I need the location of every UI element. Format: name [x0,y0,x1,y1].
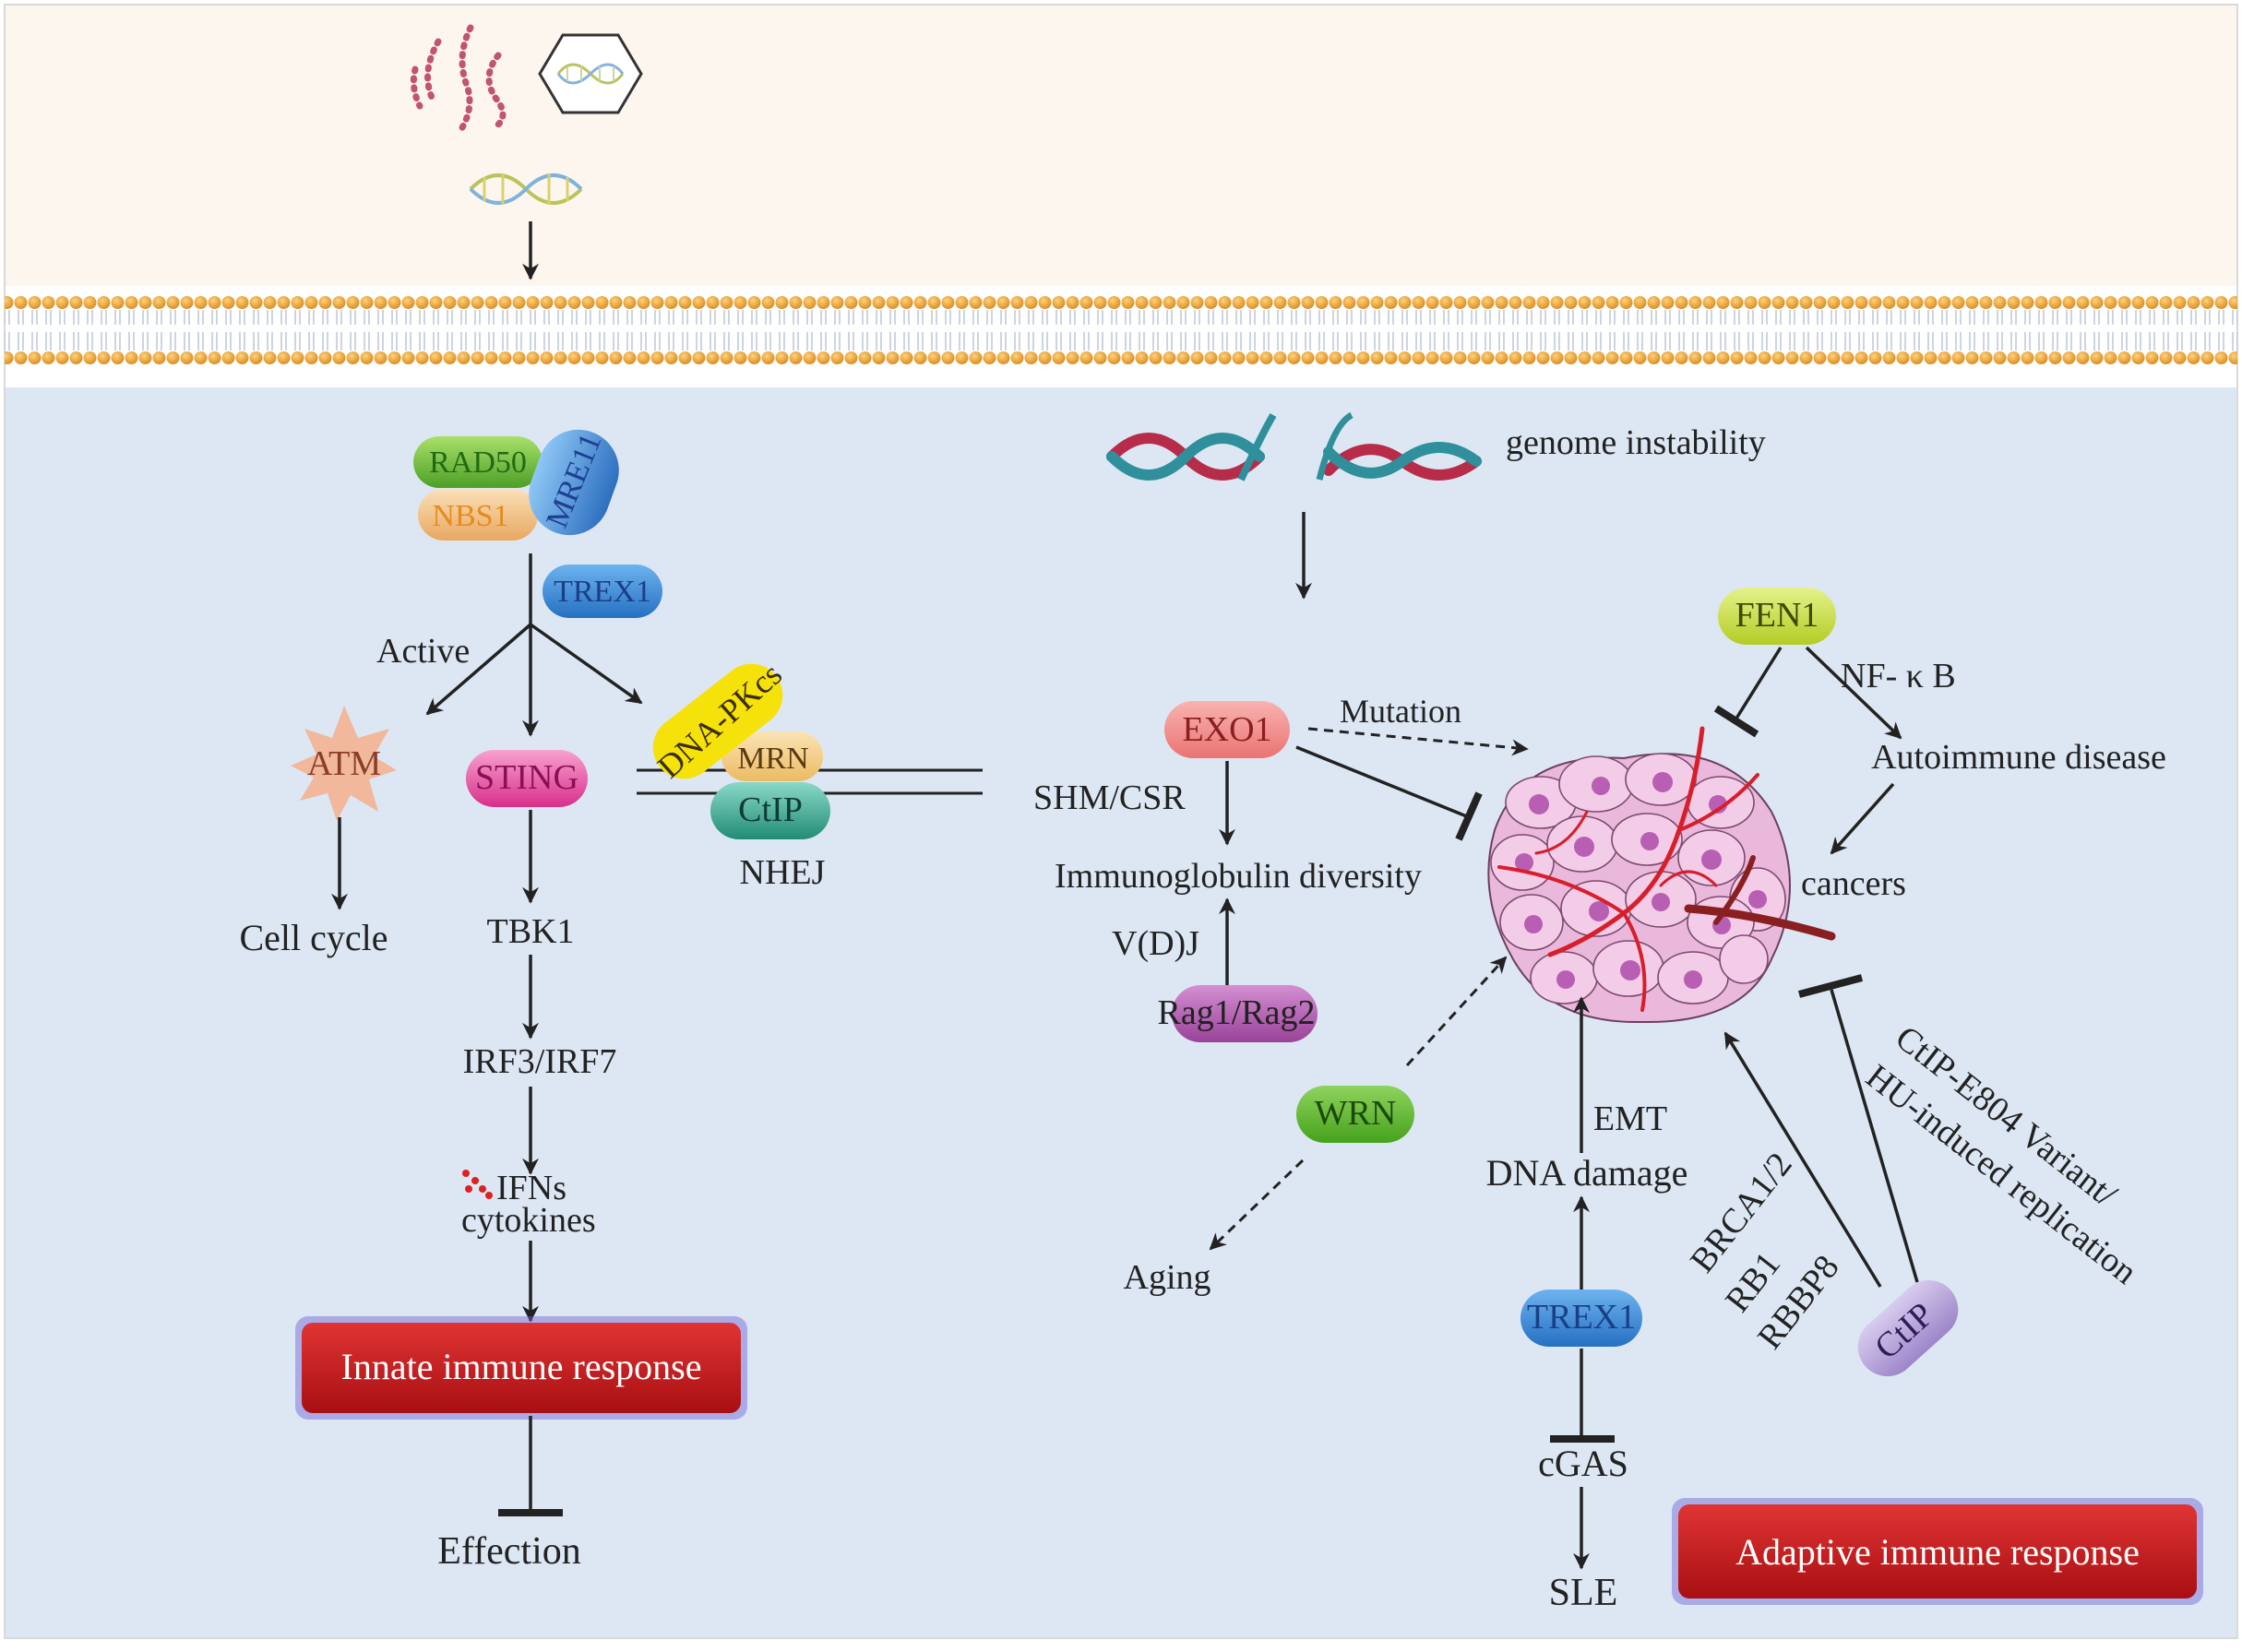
irf-label: IRF3/IRF7 [463,1042,617,1081]
tumor-icon [1487,726,1836,1024]
extracellular-space [5,5,2237,286]
cancers-label: cancers [1801,864,1906,903]
fen1-label: FEN1 [1735,596,1819,635]
wrn-to-aging-dashed-arrow [1209,1159,1305,1251]
adaptive-immune-response-box [1678,1504,2197,1599]
sle-label: SLE [1549,1572,1618,1614]
rag-protein [1172,985,1318,1042]
fen1-protein [1718,588,1836,645]
exo1-mutation-dashed-arrow [1307,727,1529,756]
trex1-right-protein [1521,1290,1642,1347]
cell-cycle-label: Cell cycle [239,917,388,958]
rad50-label: RAD50 [429,446,527,480]
autoimmune-label: Autoimmune disease [1871,738,2166,777]
exo1-protein [1164,701,1290,758]
mutation-label: Mutation [1340,693,1461,730]
nfkb-label: NF- κ B [1841,657,1956,695]
fen1-inhibit-bar [1713,705,1759,738]
autoimmune-to-cancer-arrow [1830,782,1895,855]
virus-icon [538,33,643,114]
fen1-inhibit-cancer [1733,647,1783,722]
rad50-protein [413,436,543,488]
ctip-complex-protein [710,782,830,839]
vdj-label: V(D)J [1112,924,1199,963]
wrn-to-cancer-dashed-arrow [1405,956,1508,1067]
nbs1-label: NBS1 [432,499,508,533]
ctip-to-cancer-arrow [1723,1031,1882,1288]
shm-csr-label: SHM/CSR [1033,778,1186,817]
ctip-complex-label: CtIP [738,790,803,829]
cytokines-label: cytokines [461,1201,596,1240]
dna-damage-label: DNA damage [1486,1152,1688,1194]
cytokine-dots-icon [462,1170,493,1199]
wrn-label: WRN [1315,1094,1397,1133]
tbk1-label: TBK1 [487,912,575,951]
fen1-nfkb-arrow [1805,646,1902,740]
bacteria-icon [410,24,507,133]
trex1-right-label: TREX1 [1527,1298,1636,1337]
trex1-left-label: TREX1 [554,575,651,609]
ctip-inhibit-cancer [1830,989,1919,1283]
sting-label: STING [475,758,578,797]
nbs1-protein [418,489,538,541]
diagram-border [4,4,2238,1639]
mrn-protein [721,731,823,781]
exo1-inhibit-cancer [1295,745,1470,819]
innate-immune-response-label: Innate immune response [341,1346,702,1387]
atm-starburst [291,706,397,821]
rag-label: Rag1/Rag2 [1158,993,1316,1032]
mrn-complex: RAD50 NBS1 MRE11 [413,429,619,541]
ifns-label: IFNs [496,1169,566,1207]
branch-to-dnapk [529,623,643,705]
genome-instability-label: genome instability [1506,423,1766,462]
aging-label: Aging [1124,1258,1211,1297]
ctip-inhibit-bar [1797,974,1864,998]
ctip-right-protein [1857,1279,1959,1377]
trex1-left-protein [543,565,662,618]
emt-label: EMT [1593,1099,1667,1138]
cgas-label: cGAS [1538,1443,1628,1484]
sting-protein [466,750,588,807]
adaptive-immune-response-label: Adaptive immune response [1735,1531,2140,1573]
wrn-protein [1296,1086,1414,1143]
damaged-dna-icon [1106,411,1482,481]
dna-icon [469,173,583,205]
atm-label: ATM [307,744,381,783]
branch-to-atm [425,623,532,716]
effection-label: Effection [437,1530,581,1573]
mre11-protein [529,429,619,536]
cytoplasm [5,387,2237,1638]
exo1-inhibit-bar [1455,791,1483,841]
active-label: Active [376,632,470,671]
innate-immune-response-box [302,1323,741,1413]
nhej-label: NHEJ [740,853,826,892]
cell-membrane [5,277,2237,376]
dna-pkcs-protein [652,663,783,779]
ig-diversity-label: Immunoglobulin diversity [1055,857,1422,896]
mrn-label: MRN [737,742,808,776]
exo1-label: EXO1 [1182,710,1271,749]
